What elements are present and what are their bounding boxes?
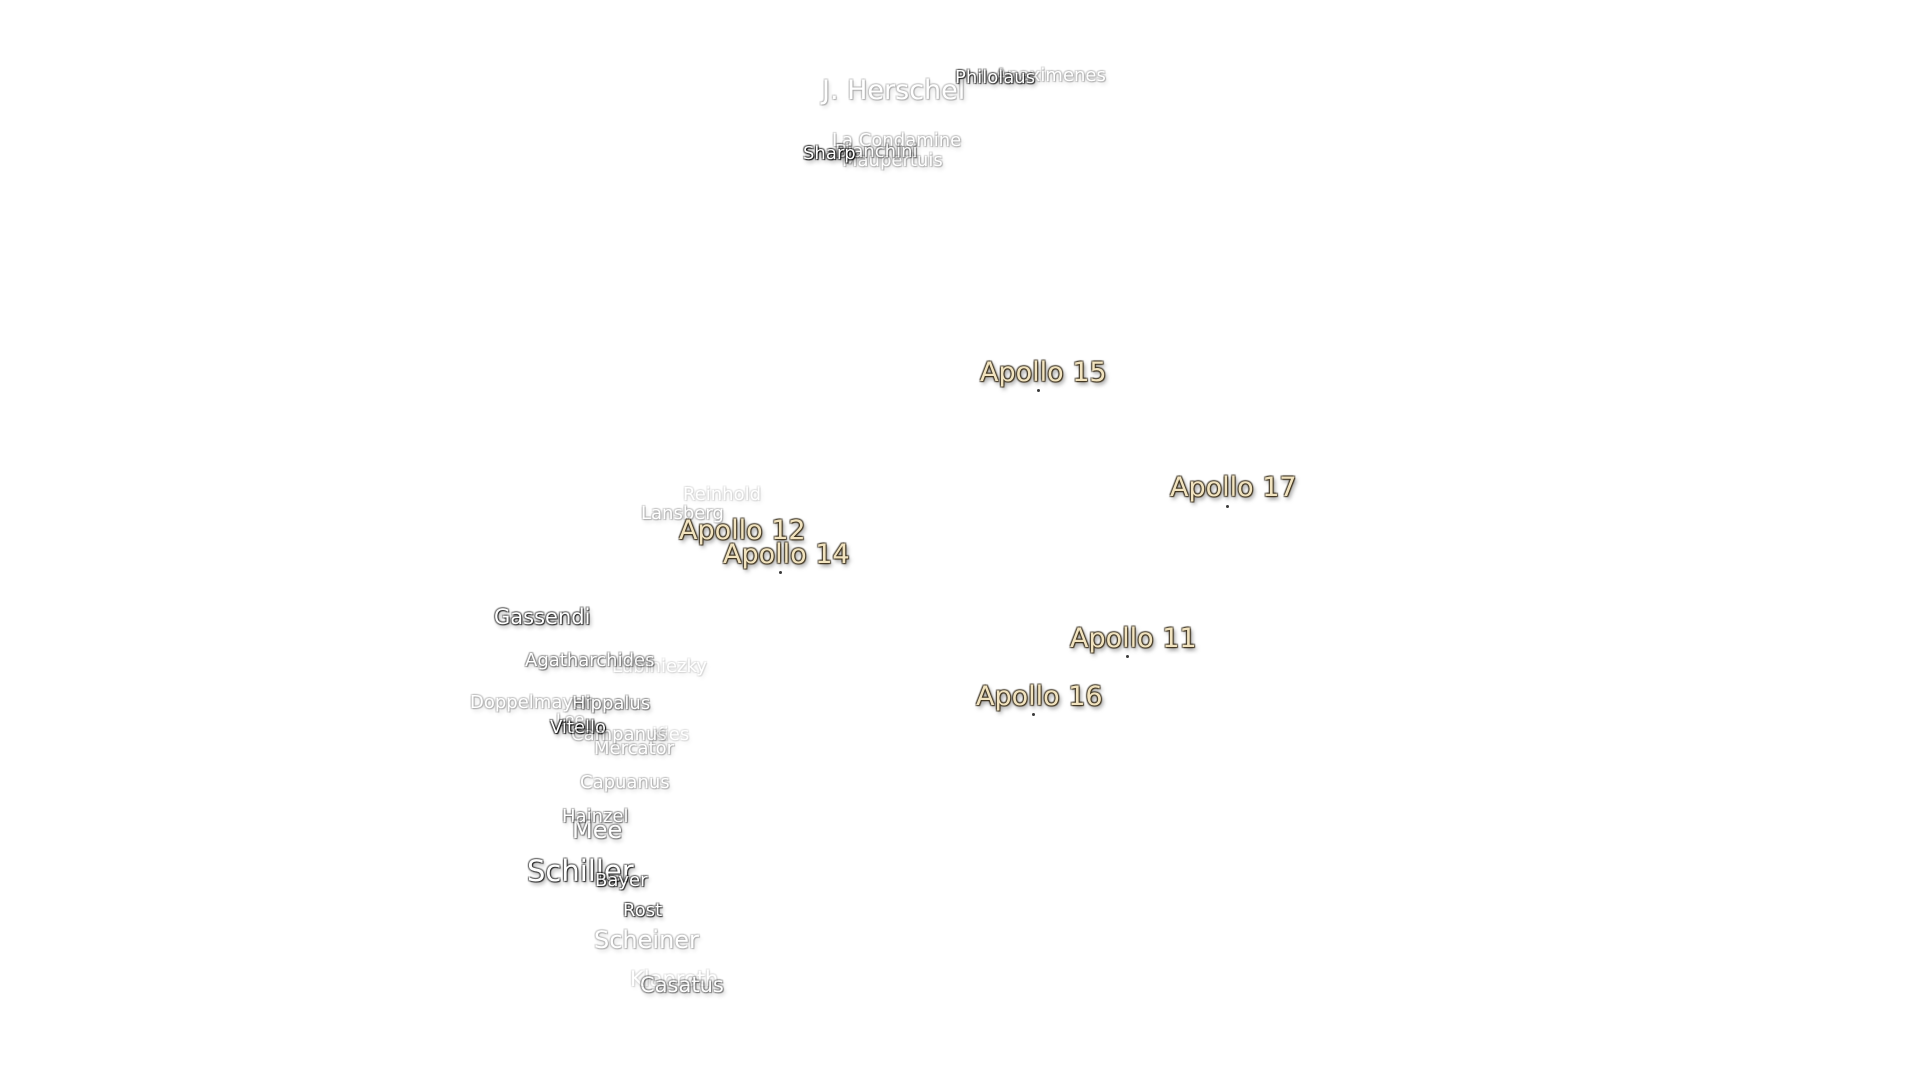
crater-label-mercator: Mercator — [594, 738, 675, 759]
crater-label-sharp: Sharp — [803, 143, 856, 164]
crater-label-lee: Lee — [556, 710, 585, 729]
crater-label-schiller: Schiller — [527, 854, 634, 888]
landing-site-marker-icon[interactable] — [779, 571, 782, 574]
crater-label-capuanus: Capuanus — [580, 772, 670, 793]
landing-site-label-apollo-16[interactable]: Apollo 16 — [976, 681, 1103, 712]
crater-label-j-herschel: J. Herschel — [822, 75, 966, 106]
crater-label-campanus: Campanus — [571, 724, 667, 745]
crater-label-scheiner: Scheiner — [594, 926, 699, 954]
crater-label-doppelmayer: Doppelmayer — [470, 692, 592, 713]
crater-label-casatus: Casatus — [640, 973, 724, 997]
landing-site-label-apollo-17[interactable]: Apollo 17 — [1170, 472, 1297, 503]
crater-label-gassendi: Gassendi — [494, 605, 591, 629]
crater-label-lubiniezky: Lubiniezky — [612, 656, 707, 677]
landing-site-marker-icon[interactable] — [1226, 505, 1229, 508]
crater-label-rost: Rost — [623, 900, 663, 921]
landing-site-label-apollo-11[interactable]: Apollo 11 — [1070, 623, 1197, 654]
crater-label-maupertuis: Maupertuis — [842, 150, 943, 171]
crater-label-agatharchides: Agatharchides — [525, 650, 655, 671]
crater-label-hippalus: Hippalus — [572, 693, 651, 714]
landing-site-marker-icon[interactable] — [1126, 655, 1129, 658]
crater-label-anaximenes: Anaximenes — [995, 65, 1106, 86]
crater-label-philolaus: Philolaus — [955, 67, 1036, 88]
crater-label-klaproth: Klaproth — [630, 967, 719, 991]
crater-label-lansberg: Lansberg — [641, 503, 724, 524]
landing-site-label-apollo-14[interactable]: Apollo 14 — [723, 539, 850, 570]
crater-label-hainzel: Hainzel — [562, 806, 629, 827]
landing-site-label-apollo-12[interactable]: Apollo 12 — [679, 515, 806, 546]
crater-label-reinhold: Reinhold — [683, 484, 762, 505]
landing-site-label-apollo-15[interactable]: Apollo 15 — [980, 357, 1107, 388]
landing-site-marker-icon[interactable] — [1032, 713, 1035, 716]
landing-site-marker-icon[interactable] — [1037, 389, 1040, 392]
crater-label-kies: Kies — [652, 724, 690, 745]
crater-label-bianchini: Bianchini — [835, 141, 918, 162]
crater-label-vitello: Vitello — [550, 717, 607, 738]
crater-label-mee: Mee — [572, 816, 623, 844]
crater-label-bayer: Bayer — [595, 870, 648, 891]
crater-label-la-condamine: La Condamine — [832, 130, 962, 151]
